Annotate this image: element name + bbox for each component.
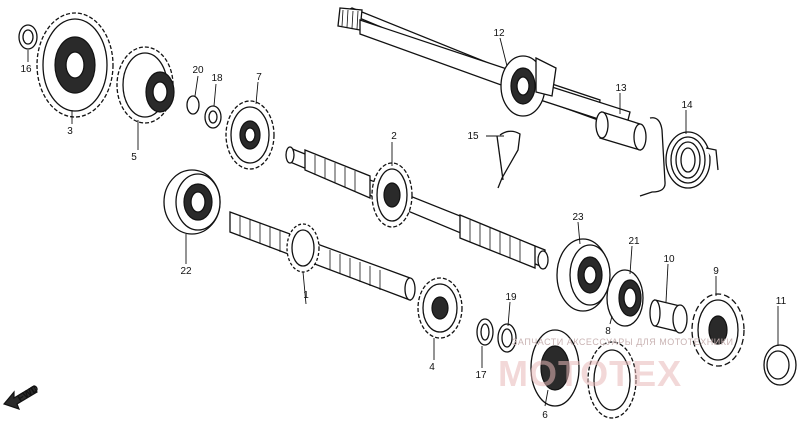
watermark-brand: МОТОТЕХ (498, 353, 682, 394)
label-6: 6 (542, 410, 548, 421)
gear-3 (36, 12, 114, 118)
fwd-arrow-icon (2, 385, 38, 410)
distance-collar-10 (649, 299, 688, 334)
kick-starter-gear-12 (500, 55, 557, 117)
gear-7 (225, 100, 275, 170)
fwd-label: FWD (16, 383, 41, 404)
bearing-22 (163, 169, 221, 235)
spring-clip-15 (496, 130, 521, 189)
gear-6 (530, 329, 637, 419)
label-22: 22 (180, 266, 192, 277)
label-18: 18 (211, 73, 223, 84)
mainshaft-1 (229, 211, 416, 301)
part-labels: 1 2 3 4 5 6 7 8 9 10 11 12 13 14 15 16 1… (20, 28, 786, 421)
label-9: 9 (713, 266, 719, 277)
label-16: 16 (20, 64, 32, 75)
label-5: 5 (131, 152, 137, 163)
washer-19 (497, 323, 517, 353)
label-8: 8 (605, 326, 611, 337)
label-12: 12 (493, 28, 505, 39)
label-17: 17 (475, 370, 487, 381)
leader-lines (27, 37, 779, 407)
label-10: 10 (663, 254, 675, 265)
fwd-marker: FWD (2, 383, 41, 410)
label-7: 7 (256, 72, 262, 83)
label-3: 3 (67, 126, 73, 137)
label-1: 1 (303, 290, 309, 301)
countershaft-gear (371, 162, 413, 228)
label-21: 21 (628, 236, 640, 247)
circlip-20 (186, 95, 200, 115)
cap-11 (763, 344, 797, 386)
drive-sprocket-9 (691, 293, 745, 367)
label-11: 11 (776, 296, 787, 307)
watermark-caption: ЗАПЧАСТИ АКСЕССУАРЫ ДЛЯ МОТОТЕХНИКИ (512, 337, 734, 347)
kickstarter-spindle (337, 7, 631, 129)
label-19: 19 (505, 292, 517, 303)
kick-starter-spring-14 (639, 117, 719, 197)
label-23: 23 (572, 212, 584, 223)
countershaft-2 (285, 146, 549, 270)
washer-18 (204, 105, 222, 129)
watermark: ЗАПЧАСТИ АКСЕССУАРЫ ДЛЯ МОТОТЕХНИКИ МОТО… (498, 337, 734, 394)
label-4: 4 (429, 362, 435, 373)
label-15: 15 (467, 131, 479, 142)
oil-seal-21 (606, 269, 644, 327)
spindle-collar-13 (595, 111, 647, 151)
label-20: 20 (192, 65, 204, 76)
gear-4 (417, 277, 463, 339)
label-2: 2 (391, 131, 397, 142)
circlip-17 (476, 318, 494, 346)
washer-16 (18, 24, 38, 50)
gear-5 (116, 46, 175, 124)
label-13: 13 (615, 83, 627, 94)
label-14: 14 (681, 100, 693, 111)
mainshaft-gear (286, 223, 320, 273)
bearing-23 (556, 238, 611, 312)
